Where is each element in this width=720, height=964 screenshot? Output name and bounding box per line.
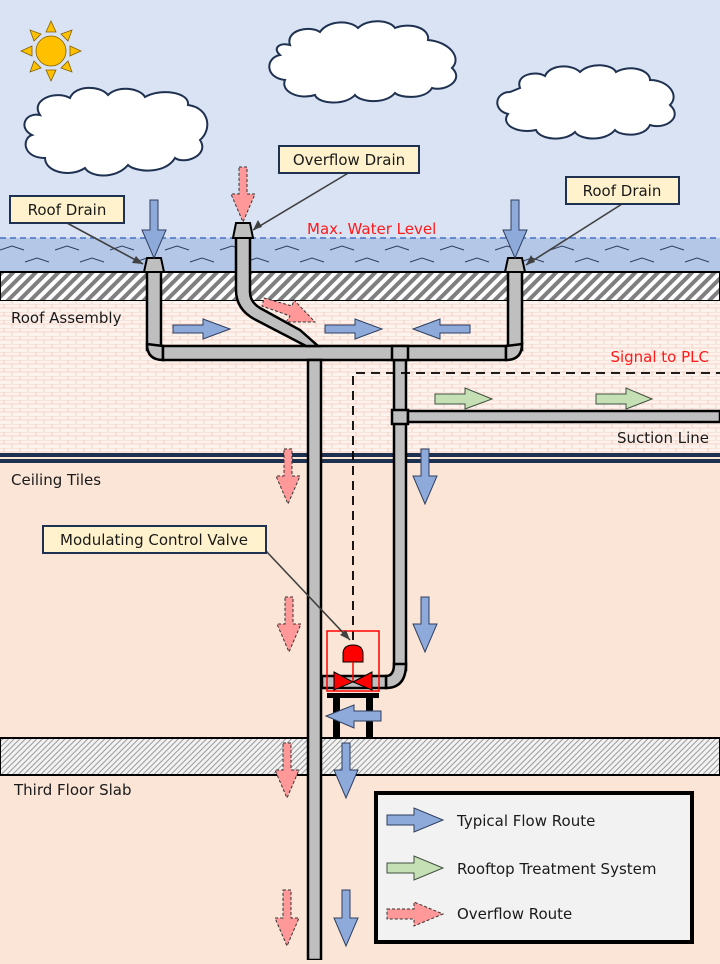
suction-tee-fitting <box>390 408 410 426</box>
cloud-icon <box>496 64 676 140</box>
flow-arrow-right <box>172 318 232 340</box>
legend-label: Overflow Route <box>457 905 572 923</box>
legend-label: Typical Flow Route <box>456 812 595 830</box>
roof-slab <box>0 271 720 302</box>
overflow-pipe <box>234 234 322 348</box>
callout-modulating-control-valve: Modulating Control Valve <box>42 525 267 554</box>
callout-label: Overflow Drain <box>293 151 405 169</box>
callout-leader <box>265 550 351 641</box>
third-floor-slab-label: Third Floor Slab <box>13 781 132 799</box>
flow-arrow-down <box>333 889 359 948</box>
right-elbow <box>504 342 524 362</box>
flow-arrow-down <box>502 199 528 260</box>
overflow-arrow-down <box>275 448 301 506</box>
callout-roof-drain-right: Roof Drain <box>565 176 680 205</box>
valve-highlight-box <box>326 630 380 692</box>
treatment-arrow-right <box>434 387 494 410</box>
third-floor-slab <box>0 737 720 776</box>
treatment-riser <box>392 358 408 672</box>
callout-leader <box>525 203 623 266</box>
overflow-arrow-down <box>274 889 300 948</box>
plc-signal-line <box>352 372 720 640</box>
max-water-level-label: Max. Water Level <box>307 220 436 238</box>
callout-roof-drain-left: Roof Drain <box>9 195 125 224</box>
flow-arrow-down <box>412 448 438 506</box>
flow-arrow-down <box>412 596 438 654</box>
ponded-water <box>0 238 720 272</box>
main-header-pipe <box>161 344 508 362</box>
overflow-arrow-diagonal <box>261 297 317 323</box>
callout-label: Modulating Control Valve <box>60 531 248 549</box>
overflow-arrow-down <box>230 166 256 224</box>
flow-arrow-down <box>141 199 167 260</box>
legend-swatch-treatment <box>386 855 445 881</box>
roof-drain-cap-right <box>503 257 527 273</box>
ceiling-tiles-label: Ceiling Tiles <box>11 471 101 489</box>
suction-line-pipe <box>406 409 720 424</box>
valve-stand-top <box>327 693 379 698</box>
callout-overflow-drain: Overflow Drain <box>278 145 420 174</box>
callout-leader <box>66 222 144 265</box>
legend-label: Rooftop Treatment System <box>457 860 657 878</box>
left-drain-riser <box>145 268 163 352</box>
overflow-arrow-down <box>274 742 300 800</box>
legend: Typical Flow Route Rooftop Treatment Sys… <box>374 791 694 944</box>
flow-arrow-down <box>333 742 359 800</box>
ceiling-line-bottom <box>0 459 720 463</box>
flow-arrow-right <box>324 318 384 340</box>
pipe-network <box>142 222 720 962</box>
water-waves <box>0 245 710 263</box>
legend-swatch-overflow <box>386 901 445 927</box>
treatment-arrow-right <box>595 387 654 410</box>
ceiling-line-top <box>0 453 720 457</box>
signal-to-plc-label: Signal to PLC <box>610 348 709 366</box>
callout-label: Roof Drain <box>583 182 662 200</box>
suction-line-label: Suction Line <box>617 429 709 447</box>
cloud-icon <box>23 86 209 177</box>
valve-actuator-icon <box>342 644 364 663</box>
flow-arrow-left <box>324 704 382 729</box>
valve-elbow <box>384 662 408 690</box>
roof-drain-cap-left <box>142 257 166 273</box>
legend-swatch-typical <box>386 807 445 833</box>
overflow-downcomer <box>306 358 323 962</box>
cloud-icon <box>268 20 458 104</box>
callout-leader <box>252 171 351 231</box>
flow-arrow-left <box>411 318 471 340</box>
roof-assembly-label: Roof Assembly <box>11 309 122 327</box>
overflow-drain-cap <box>231 222 255 239</box>
callout-label: Roof Drain <box>28 201 107 219</box>
tee-fitting <box>390 344 410 362</box>
sun-icon <box>20 20 82 82</box>
overflow-arrow-down <box>276 596 302 654</box>
right-drain-riser <box>506 268 524 352</box>
